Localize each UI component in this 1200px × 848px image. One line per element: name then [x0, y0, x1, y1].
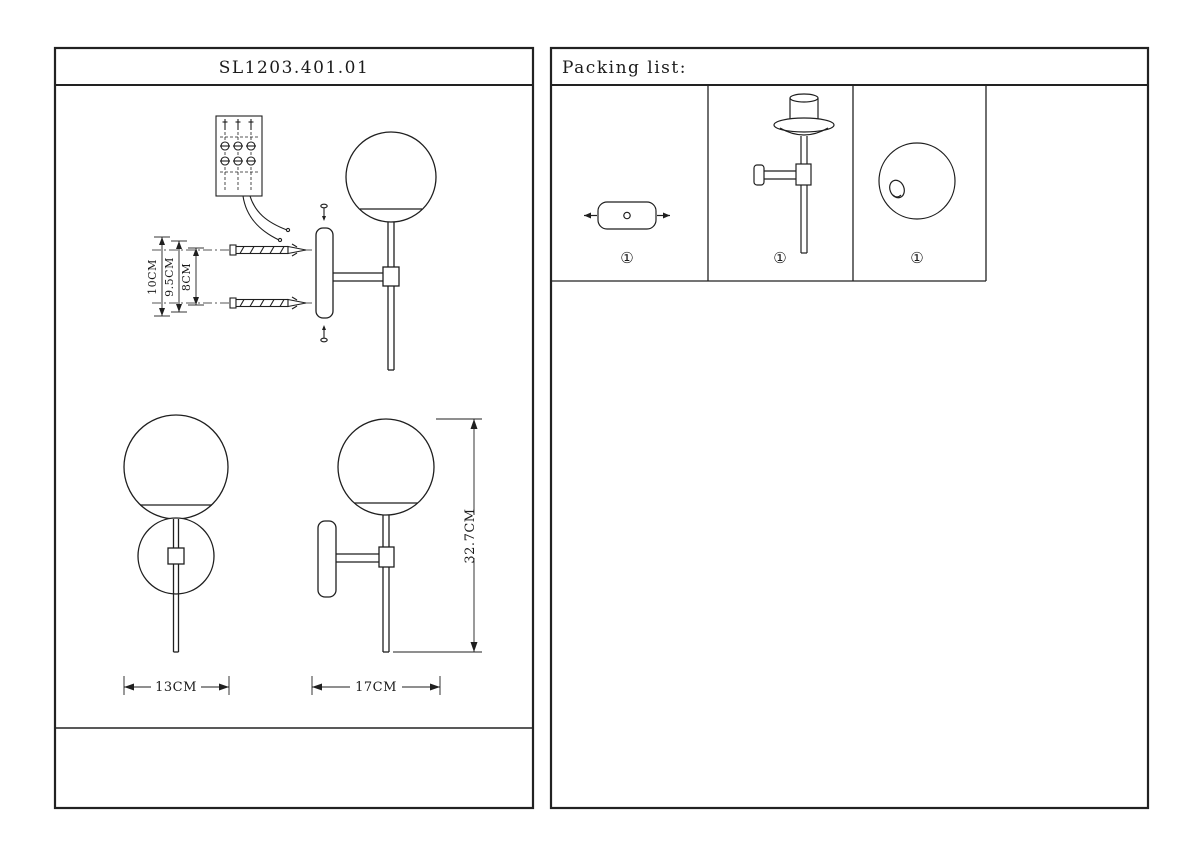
install-dim-arrows — [159, 237, 199, 316]
side-globe — [337, 418, 435, 516]
qty-canopy: ① — [620, 249, 633, 267]
dim-label-32-7cm: 32.7CM — [463, 508, 478, 563]
wall-plate-side — [315, 227, 334, 319]
lamp-side-view — [333, 131, 437, 371]
dim-label-9-5cm: 9.5CM — [163, 257, 176, 297]
front-junction — [167, 547, 185, 565]
install-dim-ticks — [154, 236, 204, 317]
packing-item-stem — [753, 93, 835, 254]
dim-label-17cm: 17CM — [355, 680, 397, 695]
wall-anchor-bottom — [229, 296, 307, 310]
dim-label-10cm: 10CM — [146, 259, 159, 295]
qty-stem: ① — [773, 249, 786, 267]
anchor-centerlines — [152, 249, 312, 304]
packing-item-globe — [878, 142, 956, 220]
side-height-dimension — [393, 418, 482, 653]
plate-screw-top — [320, 203, 328, 221]
side-plate — [317, 520, 337, 598]
dim-label-13cm: 13CM — [155, 680, 197, 695]
packing-item-canopy — [584, 201, 670, 230]
installation-diagram — [152, 115, 437, 371]
model-number: SL1203.401.01 — [219, 58, 370, 78]
plate-screw-bottom — [320, 325, 328, 343]
wall-anchor-top — [229, 243, 307, 257]
dim-label-8cm: 8CM — [180, 263, 193, 291]
mounting-template — [215, 115, 263, 197]
left-panel-border — [53, 46, 535, 810]
side-junction — [378, 546, 395, 568]
wires — [242, 195, 291, 243]
qty-globe: ① — [910, 249, 923, 267]
packing-list-title: Packing list: — [562, 58, 687, 78]
front-globe — [123, 414, 229, 520]
right-panel-border — [549, 46, 1150, 810]
front-view — [123, 414, 230, 695]
side-view — [311, 418, 482, 695]
